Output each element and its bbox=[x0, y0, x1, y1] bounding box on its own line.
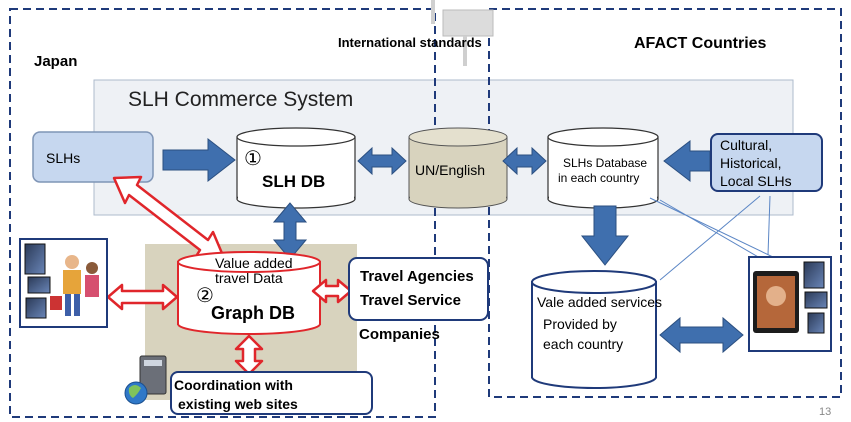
international-standards-label: International standards bbox=[338, 35, 482, 50]
computer-globe-icon bbox=[124, 355, 167, 405]
afact-region-border bbox=[488, 8, 842, 398]
arrow-vale-device bbox=[659, 316, 744, 354]
slh-commerce-system-title: SLH Commerce System bbox=[128, 88, 354, 111]
slhs-database-cylinder bbox=[547, 127, 659, 209]
graph-db-label: Graph DB bbox=[211, 303, 296, 323]
slhs-box bbox=[32, 131, 154, 183]
vale-added-label-2: Provided by bbox=[543, 316, 617, 332]
value-added-label-1: Value added bbox=[215, 255, 293, 271]
vale-added-label-3: each country bbox=[543, 336, 624, 352]
graph-db-number: ② bbox=[196, 285, 214, 307]
un-english-label: UN/English bbox=[415, 162, 486, 178]
coordination-box bbox=[170, 371, 373, 415]
vale-added-services-cylinder bbox=[531, 270, 657, 389]
travel-agencies-box bbox=[348, 257, 489, 321]
slhs-database-label-2: in each country bbox=[558, 171, 640, 185]
signpost-icon bbox=[431, 0, 494, 66]
cultural-label-1: Cultural, bbox=[720, 137, 773, 153]
un-english-cylinder bbox=[408, 127, 508, 209]
arrow-slhsdb-to-vale bbox=[580, 205, 630, 266]
companies-label: Companies bbox=[359, 326, 440, 343]
arrow-device-graphdb bbox=[106, 283, 179, 311]
cultural-label-2: Historical, bbox=[720, 155, 782, 171]
cultural-box bbox=[710, 133, 823, 192]
slh-db-label: SLH DB bbox=[262, 172, 326, 191]
slhs-label: SLHs bbox=[46, 150, 81, 166]
arrow-slhdb-unenglish bbox=[357, 146, 407, 176]
arrow-cultural-to-slhsdb bbox=[663, 139, 711, 183]
graph-db-cylinder bbox=[177, 251, 321, 335]
device-collage-right-image bbox=[748, 256, 832, 352]
travel-service-label: Travel Service bbox=[360, 292, 461, 309]
connector-lines bbox=[649, 195, 776, 281]
afact-countries-label: AFACT Countries bbox=[634, 35, 767, 52]
value-added-label-2: travel Data bbox=[215, 270, 283, 286]
slh-db-number: ① bbox=[244, 148, 262, 170]
page-number: 13 bbox=[819, 406, 832, 418]
coordination-label-1: Coordination with bbox=[174, 377, 293, 393]
slhs-database-label-1: SLHs Database bbox=[563, 156, 648, 170]
coordination-label-2: existing web sites bbox=[178, 396, 298, 412]
device-collage-image bbox=[19, 238, 108, 328]
japan-label: Japan bbox=[34, 53, 78, 70]
travel-agencies-label: Travel Agencies bbox=[360, 268, 474, 285]
arrow-slhs-to-slhdb bbox=[162, 137, 236, 183]
arrow-unenglish-slhsdb bbox=[502, 146, 547, 176]
vale-added-label-1: Vale added services bbox=[537, 294, 663, 310]
slh-db-cylinder bbox=[236, 127, 356, 209]
japan-region-border bbox=[9, 8, 436, 418]
cultural-label-3: Local SLHs bbox=[720, 173, 792, 189]
